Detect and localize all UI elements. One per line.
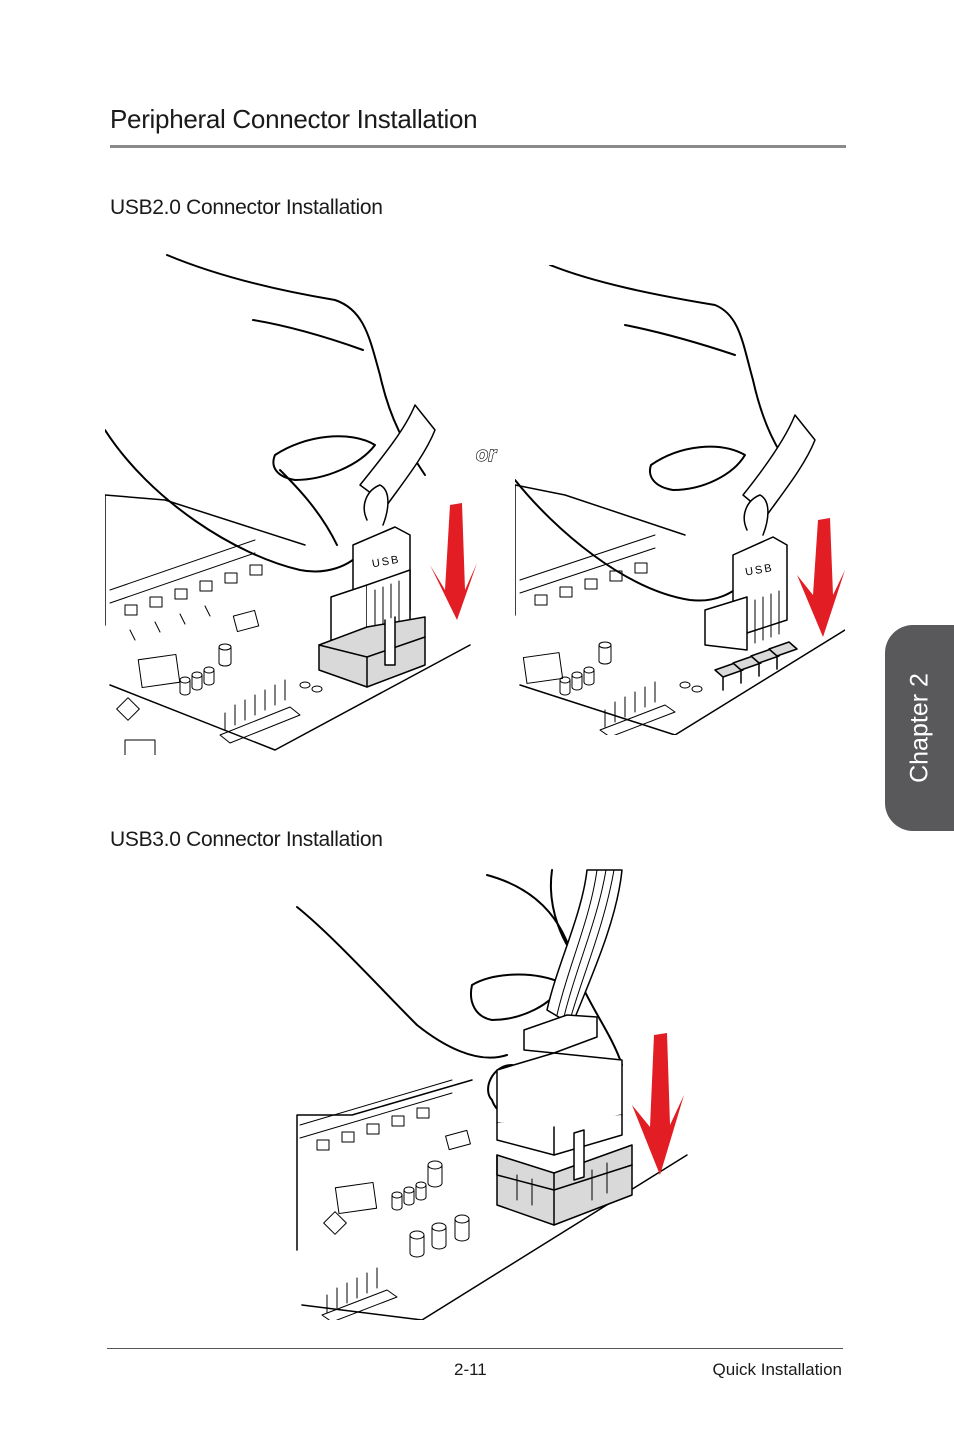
down-arrow-icon xyxy=(797,518,845,637)
down-arrow-icon xyxy=(632,1033,684,1175)
usb3-heading: USB3.0 Connector Installation xyxy=(110,828,383,851)
chapter-tab-label: Chapter 2 xyxy=(905,673,933,783)
usb2-heading: USB2.0 Connector Installation xyxy=(110,196,383,219)
usb-connector-label: USB xyxy=(371,554,401,571)
page-title: Peripheral Connector Installation xyxy=(110,104,846,148)
usb3-illustration xyxy=(296,869,688,1320)
footer-section-name: Quick Installation xyxy=(712,1360,842,1379)
chapter-tab: Chapter 2 xyxy=(885,625,954,831)
footer-divider xyxy=(107,1348,843,1349)
page-number: 2-11 xyxy=(454,1360,487,1379)
usb2-illustration-left: USB xyxy=(105,254,477,755)
usb2-illustration-right: USB xyxy=(515,265,845,735)
or-label: or xyxy=(475,443,496,466)
down-arrow-icon xyxy=(430,503,477,620)
usb-connector-label: USB xyxy=(744,562,774,579)
